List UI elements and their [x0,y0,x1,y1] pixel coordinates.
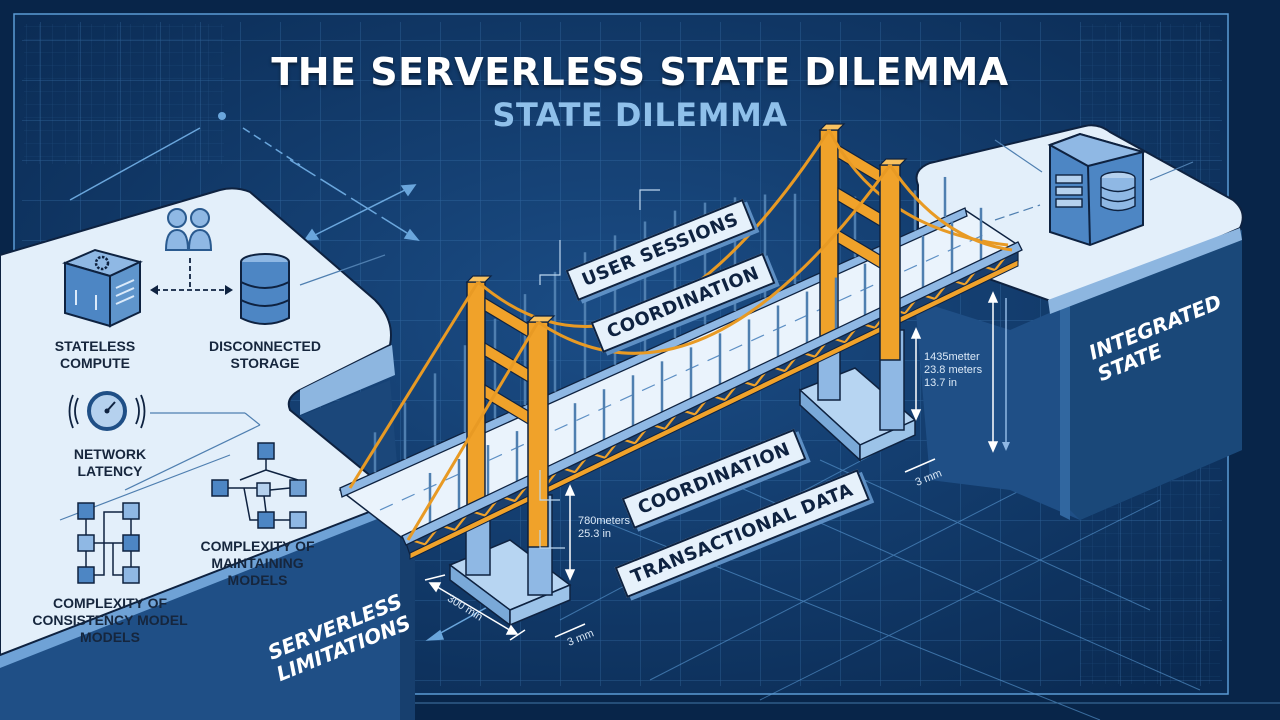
label-line: COMPLEXITY OF [52,595,168,611]
measurement-line: 23.8 meters [924,364,983,376]
label-consistency-model: COMPLEXITY OF CONSISTENCY MODEL MODELS [20,595,200,646]
flowchart-icon [77,502,140,584]
suspension-cables-near [406,164,1013,541]
label-line: LATENCY [77,463,143,479]
label-line: STORAGE [230,355,300,371]
label-line: NETWORK [73,446,147,462]
measurement-line: 1435metter [924,351,980,363]
page-subtitle: STATE DILEMMA [492,96,788,134]
users-icon [164,208,213,290]
label-disconnected-storage: DISCONNECTED STORAGE [200,338,330,372]
label-line: MODELS [227,572,288,588]
measurement-line: 25.3 in [578,528,612,540]
gauge-icon [68,391,146,431]
server-database-icon [1047,132,1147,247]
connection-arrow [150,285,233,295]
measurement-left-pier: 780meters 25.3 in [578,515,630,541]
label-line: COMPUTE [60,355,130,371]
label-stateless-compute: STATELESS COMPUTE [40,338,150,372]
measurement-right-pier: 1435metter 23.8 meters 13.7 in [924,351,982,390]
measurement-line: 780meters [578,515,630,527]
label-line: CONSISTENCY MODEL [32,612,188,628]
label-line: COMPLEXITY OF [200,538,315,554]
label-network-latency: NETWORK LATENCY [55,446,165,480]
dimension-base-length [433,584,514,633]
label-maintaining-models: COMPLEXITY OF MAINTAINING MODELS [195,538,320,589]
label-line: MODELS [80,629,140,645]
label-line: STATELESS [54,338,136,354]
bridge-railing [401,241,1023,546]
database-icon [240,253,290,325]
label-line: DISCONNECTED [208,338,321,354]
compute-cube-icon [62,248,143,328]
page-title: THE SERVERLESS STATE DILEMMA [271,50,1009,94]
network-graph-icon [211,442,307,529]
label-line: MAINTAINING [211,555,304,571]
measurement-line: 13.7 in [924,377,958,389]
